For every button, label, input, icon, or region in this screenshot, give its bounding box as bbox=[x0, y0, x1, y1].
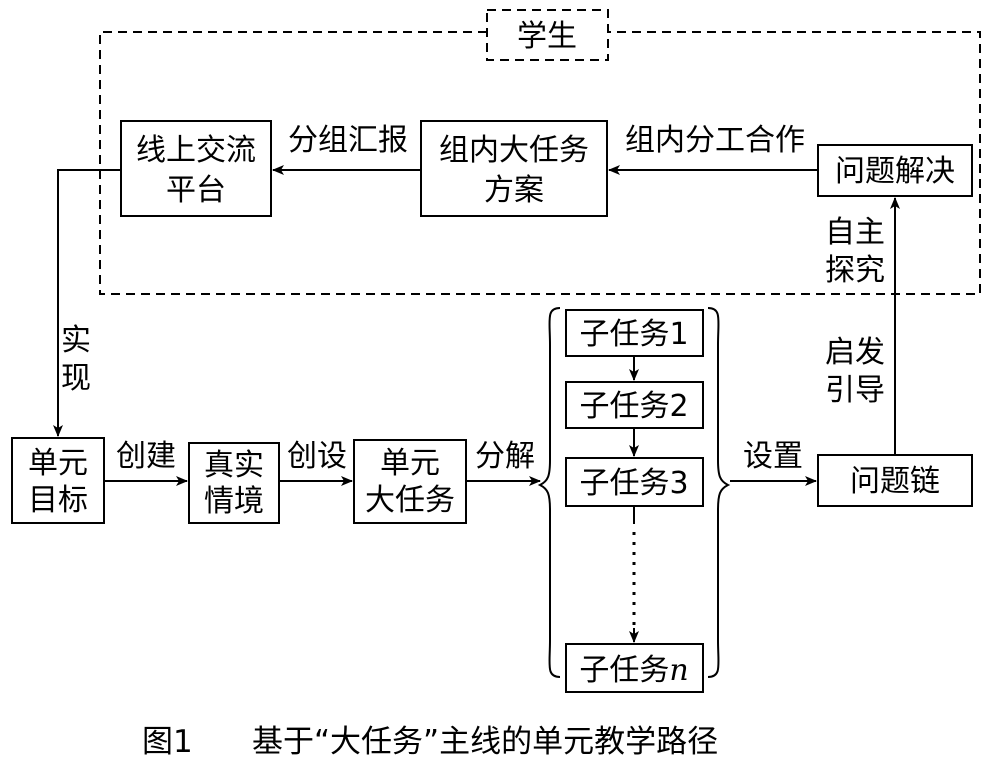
create-label: 创建 bbox=[116, 439, 176, 474]
unit-task-node: 单元 大任务 bbox=[353, 439, 467, 524]
realize-label-1: 实 bbox=[61, 323, 91, 358]
report-label: 分组汇报 bbox=[288, 123, 408, 158]
unit-goal-line2: 目标 bbox=[28, 483, 88, 518]
subtask-1-node: 子任务1 bbox=[565, 309, 704, 357]
online-platform-line1: 线上交流 bbox=[136, 133, 256, 168]
figure-caption: 图1 基于“大任务”主线的单元教学路径 bbox=[142, 724, 718, 760]
group-plan-node: 组内大任务 方案 bbox=[420, 120, 608, 217]
subtask-3-label: 子任务3 bbox=[579, 466, 688, 501]
design-label: 创设 bbox=[287, 439, 347, 474]
real-situation-line1: 真实 bbox=[204, 448, 264, 483]
subtask-n-node: 子任务n bbox=[565, 643, 704, 693]
unit-task-line2: 大任务 bbox=[365, 483, 455, 518]
unit-goal-line1: 单元 bbox=[28, 446, 88, 481]
decompose-label: 分解 bbox=[475, 439, 535, 474]
setup-label: 设置 bbox=[743, 439, 803, 474]
problem-chain-node: 问题链 bbox=[817, 454, 973, 507]
student-label: 学生 bbox=[517, 19, 577, 54]
subtask-3-node: 子任务3 bbox=[565, 457, 704, 507]
online-platform-line2: 平台 bbox=[166, 173, 226, 208]
caption-text: 基于“大任务”主线的单元教学路径 bbox=[252, 724, 718, 760]
explore-label-2: 探究 bbox=[825, 253, 885, 288]
realize-label-2: 现 bbox=[61, 361, 91, 396]
problem-solving-node: 问题解决 bbox=[817, 144, 973, 197]
problem-solving-label: 问题解决 bbox=[835, 154, 955, 189]
subtask-2-node: 子任务2 bbox=[565, 381, 704, 429]
real-situation-node: 真实 情境 bbox=[188, 442, 280, 524]
unit-goal-node: 单元 目标 bbox=[11, 437, 105, 524]
guide-label-2: 引导 bbox=[825, 373, 885, 408]
right-brace bbox=[707, 307, 731, 678]
student-region: 学生 bbox=[99, 9, 981, 295]
subtask-n-label: 子任务n bbox=[579, 653, 688, 688]
cooperate-label: 组内分工合作 bbox=[625, 123, 805, 158]
problem-chain-label: 问题链 bbox=[850, 464, 940, 499]
caption-number: 图1 bbox=[142, 724, 193, 760]
realize-arrow bbox=[53, 169, 121, 437]
real-situation-line2: 情境 bbox=[204, 484, 264, 519]
subtask-1-label: 子任务1 bbox=[579, 317, 688, 352]
group-plan-line1: 组内大任务 bbox=[439, 133, 589, 168]
online-platform-node: 线上交流 平台 bbox=[120, 120, 272, 217]
subtask-2-label: 子任务2 bbox=[579, 389, 688, 424]
guide-label-1: 启发 bbox=[825, 335, 885, 370]
left-brace bbox=[537, 307, 561, 678]
unit-task-line1: 单元 bbox=[380, 446, 440, 481]
group-plan-line2: 方案 bbox=[484, 173, 544, 208]
explore-label-1: 自主 bbox=[825, 215, 885, 250]
